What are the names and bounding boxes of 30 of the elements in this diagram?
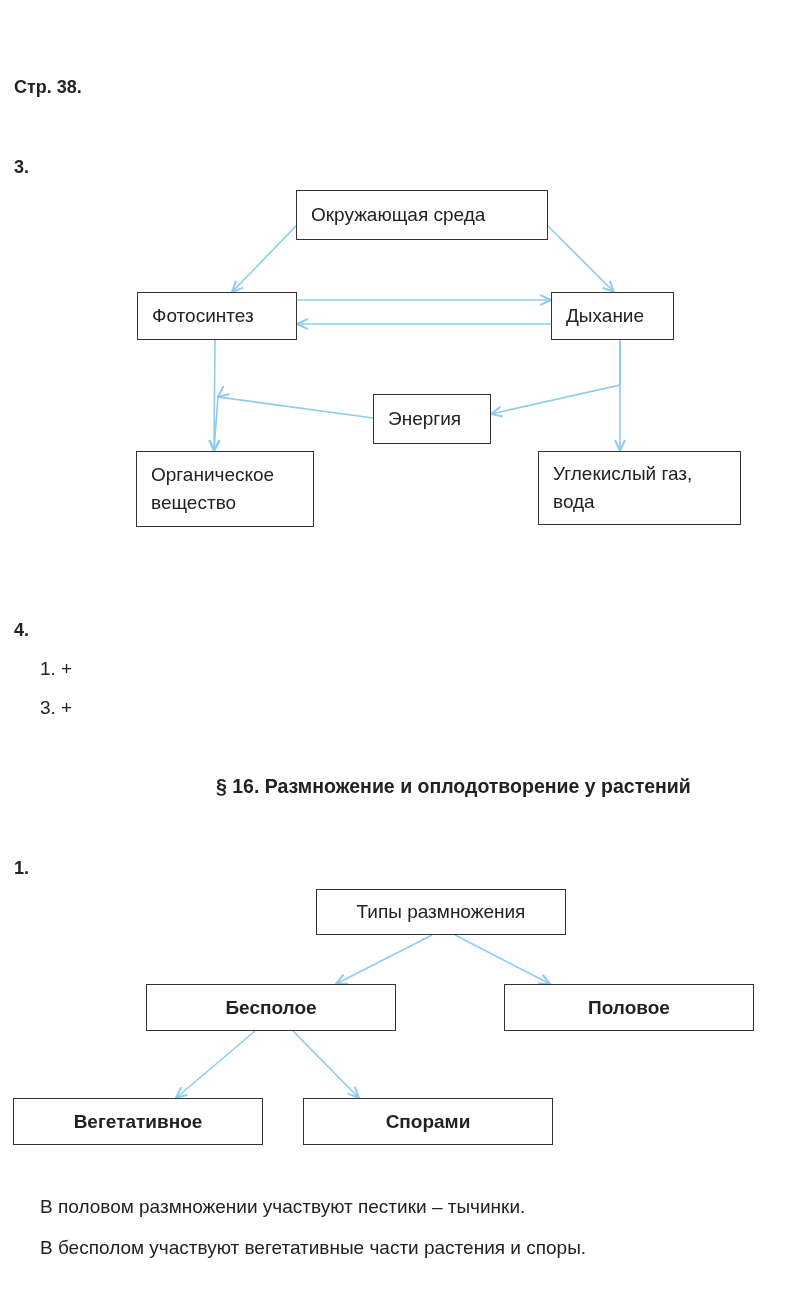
arrow	[296, 294, 552, 306]
text-box: Половое	[504, 984, 754, 1031]
task-number: 1.	[14, 857, 29, 880]
answer-sentence: В половом размножении участвуют пестики – тычинки.	[40, 1195, 526, 1219]
text-box: Органическое вещество	[136, 451, 314, 527]
text-box: Окружающая среда	[296, 190, 548, 240]
arrow	[231, 225, 297, 293]
answer-item: 1. +	[40, 657, 73, 681]
arrow	[335, 934, 433, 985]
arrow	[454, 934, 551, 985]
text-box: Вегетативное	[13, 1098, 263, 1145]
text-box: Типы размножения	[316, 889, 566, 935]
task-number: 3.	[14, 156, 29, 179]
answer-sentence: В бесполом участвуют вегетативные части растения и споры.	[40, 1236, 587, 1260]
task-number: 4.	[14, 619, 29, 642]
arrow	[175, 1030, 256, 1099]
arrow	[292, 1030, 360, 1099]
arrow	[614, 339, 626, 452]
text-box: Спорами	[303, 1098, 553, 1145]
arrow	[547, 225, 615, 293]
section-heading: § 16. Размножение и оплодотворение у растений	[216, 774, 691, 799]
text-box: Бесполое	[146, 984, 396, 1031]
answer-item: 3. +	[40, 696, 73, 720]
page-reference: Стр. 38.	[14, 76, 82, 99]
text-box: Дыхание	[551, 292, 674, 340]
text-box: Фотосинтез	[137, 292, 297, 340]
arrow	[210, 386, 374, 452]
arrow	[296, 318, 552, 330]
text-box: Энергия	[373, 394, 491, 444]
text-box: Углекислый газ, вода	[538, 451, 741, 525]
